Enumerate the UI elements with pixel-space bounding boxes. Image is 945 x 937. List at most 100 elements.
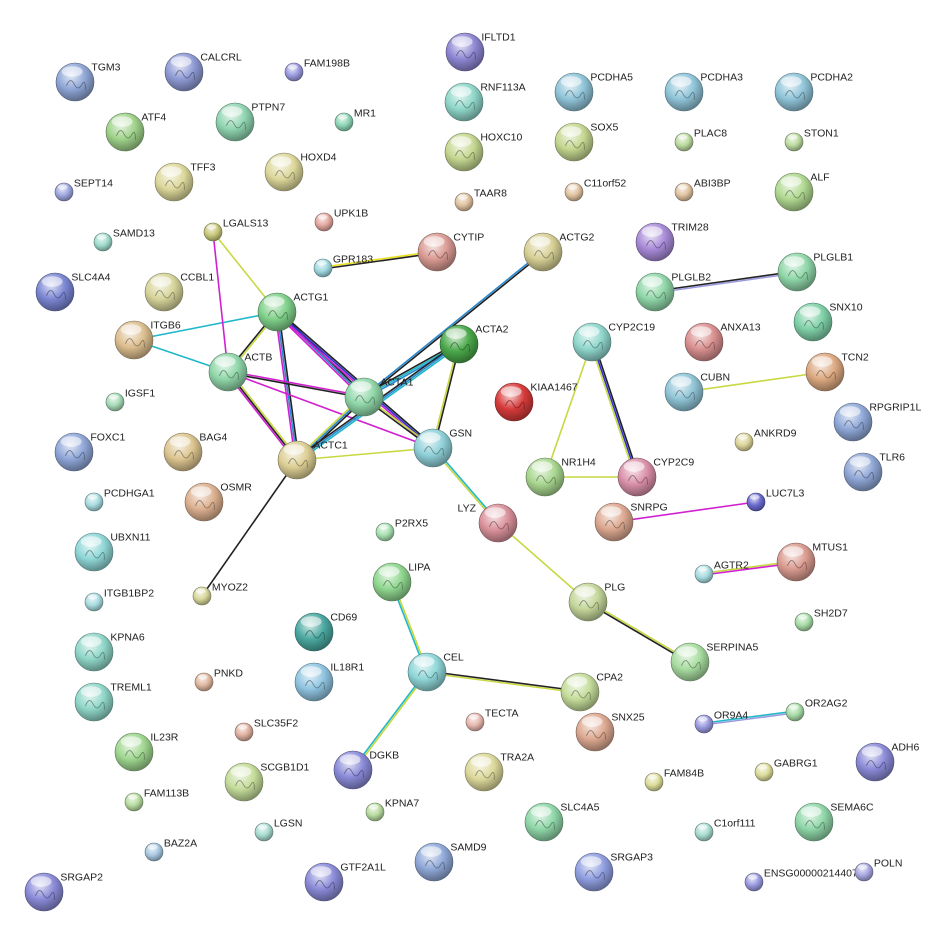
node-gsn[interactable]: GSN xyxy=(413,428,472,468)
node-snrpg[interactable]: SNRPG xyxy=(594,502,668,542)
node-ifltd1[interactable]: IFLTD1 xyxy=(445,32,516,72)
node-or9a4[interactable]: OR9A4 xyxy=(694,710,748,734)
node-pcdha5[interactable]: PCDHA5 xyxy=(554,72,633,112)
node-acta2[interactable]: ACTA2 xyxy=(439,324,509,364)
node-itgb6[interactable]: ITGB6 xyxy=(114,320,181,360)
node-anxa13[interactable]: ANXA13 xyxy=(684,322,761,362)
node-dgkb[interactable]: DGKB xyxy=(333,750,399,790)
node-kpna7[interactable]: KPNA7 xyxy=(365,798,419,822)
node-tra2a[interactable]: TRA2A xyxy=(464,752,534,792)
node-plglb1[interactable]: PLGLB1 xyxy=(777,252,853,292)
node-ston1[interactable]: STON1 xyxy=(784,128,839,152)
node-sh2d7[interactable]: SH2D7 xyxy=(794,608,848,632)
node-fam198b[interactable]: FAM198B xyxy=(284,58,350,82)
node-plglb2[interactable]: PLGLB2 xyxy=(635,272,711,312)
node-tlr6[interactable]: TLR6 xyxy=(843,452,905,492)
node-gpr183[interactable]: GPR183 xyxy=(313,254,373,278)
node-il18r1[interactable]: IL18R1 xyxy=(294,662,364,702)
node-abi3bp[interactable]: ABI3BP xyxy=(674,178,731,202)
node-snx25[interactable]: SNX25 xyxy=(575,712,645,752)
node-ccbl1[interactable]: CCBL1 xyxy=(144,272,214,312)
node-hoxd4[interactable]: HOXD4 xyxy=(264,152,337,192)
node-adh6[interactable]: ADH6 xyxy=(855,742,920,782)
node-rpgrip1l[interactable]: RPGRIP1L xyxy=(833,402,921,442)
node-luc7l3[interactable]: LUC7L3 xyxy=(746,488,805,512)
node-cyp2c19[interactable]: CYP2C19 xyxy=(572,322,655,362)
node-ubxn11[interactable]: UBXN11 xyxy=(74,532,151,572)
node-itgb1bp2[interactable]: ITGB1BP2 xyxy=(84,588,154,612)
node-plac8[interactable]: PLAC8 xyxy=(674,128,727,152)
node-treml1[interactable]: TREML1 xyxy=(74,682,152,722)
node-pcdhga1[interactable]: PCDHGA1 xyxy=(84,488,155,512)
node-trim28[interactable]: TRIM28 xyxy=(635,222,709,262)
node-cyp2c9[interactable]: CYP2C9 xyxy=(617,457,694,497)
node-foxc1[interactable]: FOXC1 xyxy=(54,432,126,472)
node-lyz[interactable]: LYZ xyxy=(458,503,518,543)
node-mr1[interactable]: MR1 xyxy=(334,108,376,132)
node-actb[interactable]: ACTB xyxy=(208,352,272,392)
node-tcn2[interactable]: TCN2 xyxy=(805,352,869,392)
node-srgap3[interactable]: SRGAP3 xyxy=(574,852,653,892)
node-sema6c[interactable]: SEMA6C xyxy=(794,802,874,842)
node-sept14[interactable]: SEPT14 xyxy=(54,178,113,202)
node-lgsn[interactable]: LGSN xyxy=(254,818,302,842)
node-cytip[interactable]: CYTIP xyxy=(417,232,484,272)
node-igsf1[interactable]: IGSF1 xyxy=(105,388,155,412)
node-kpna6[interactable]: KPNA6 xyxy=(74,632,145,672)
node-nr1h4[interactable]: NR1H4 xyxy=(525,457,596,497)
node-osmr[interactable]: OSMR xyxy=(184,482,252,522)
node-fam113b[interactable]: FAM113B xyxy=(124,788,189,812)
node-or2ag2[interactable]: OR2AG2 xyxy=(785,698,848,722)
node-slc4a5[interactable]: SLC4A5 xyxy=(524,802,600,842)
node-actg2[interactable]: ACTG2 xyxy=(523,232,595,272)
node-lipa[interactable]: LIPA xyxy=(372,562,430,602)
node-taar8[interactable]: TAAR8 xyxy=(454,188,507,212)
node-hoxc10[interactable]: HOXC10 xyxy=(444,132,523,172)
node-ensg00000214407[interactable]: ENSG00000214407 xyxy=(744,868,858,892)
node-serpina5[interactable]: SERPINA5 xyxy=(670,642,758,682)
node-cel[interactable]: CEL xyxy=(407,652,464,692)
node-calcrl[interactable]: CALCRL xyxy=(164,52,242,92)
node-snx10[interactable]: SNX10 xyxy=(793,302,863,342)
node-tff3[interactable]: TFF3 xyxy=(154,162,216,202)
node-pnkd[interactable]: PNKD xyxy=(194,668,243,692)
node-slc4a4[interactable]: SLC4A4 xyxy=(35,272,111,312)
node-rnf113a[interactable]: RNF113A xyxy=(444,82,526,122)
node-pcdha3[interactable]: PCDHA3 xyxy=(664,72,743,112)
node-samd13[interactable]: SAMD13 xyxy=(93,228,155,252)
node-gtf2a1l[interactable]: GTF2A1L xyxy=(304,862,386,902)
node-scgb1d1[interactable]: SCGB1D1 xyxy=(224,762,310,802)
node-poln[interactable]: POLN xyxy=(854,858,902,882)
node-pcdha2[interactable]: PCDHA2 xyxy=(774,72,853,112)
node-gabrg1[interactable]: GABRG1 xyxy=(754,758,818,782)
node-bag4[interactable]: BAG4 xyxy=(163,432,228,472)
node-actg1[interactable]: ACTG1 xyxy=(257,292,329,332)
node-alf[interactable]: ALF xyxy=(774,172,830,212)
node-ptpn7[interactable]: PTPN7 xyxy=(215,102,285,142)
node-p2rx5[interactable]: P2RX5 xyxy=(375,518,428,542)
node-cd69[interactable]: CD69 xyxy=(294,612,357,652)
node-baz2a[interactable]: BAZ2A xyxy=(144,838,197,862)
node-upk1b[interactable]: UPK1B xyxy=(314,208,368,232)
node-c1orf111[interactable]: C1orf111 xyxy=(694,818,756,842)
node-actc1[interactable]: ACTC1 xyxy=(277,440,348,480)
node-lgals13[interactable]: LGALS13 xyxy=(203,218,269,242)
node-sox5[interactable]: SOX5 xyxy=(554,122,619,162)
node-tecta[interactable]: TECTA xyxy=(465,708,518,732)
node-myoz2[interactable]: MYOZ2 xyxy=(192,582,248,606)
node-c11orf52[interactable]: C11orf52 xyxy=(564,178,626,202)
node-cpa2[interactable]: CPA2 xyxy=(560,672,623,712)
node-cubn[interactable]: CUBN xyxy=(664,372,730,412)
node-acta1[interactable]: ACTA1 xyxy=(344,377,414,417)
node-kiaa1467[interactable]: KIAA1467 xyxy=(494,382,578,422)
node-tgm3[interactable]: TGM3 xyxy=(55,62,121,102)
node-il23r[interactable]: IL23R xyxy=(114,732,179,772)
node-srgap2[interactable]: SRGAP2 xyxy=(24,872,103,912)
node-slc35f2[interactable]: SLC35F2 xyxy=(234,718,298,742)
node-atf4[interactable]: ATF4 xyxy=(105,112,166,152)
node-ankrd9[interactable]: ANKRD9 xyxy=(734,428,797,452)
node-fam84b[interactable]: FAM84B xyxy=(644,768,704,792)
node-mtus1[interactable]: MTUS1 xyxy=(776,542,848,582)
node-plg[interactable]: PLG xyxy=(568,582,625,622)
node-agtr2[interactable]: AGTR2 xyxy=(694,560,749,584)
